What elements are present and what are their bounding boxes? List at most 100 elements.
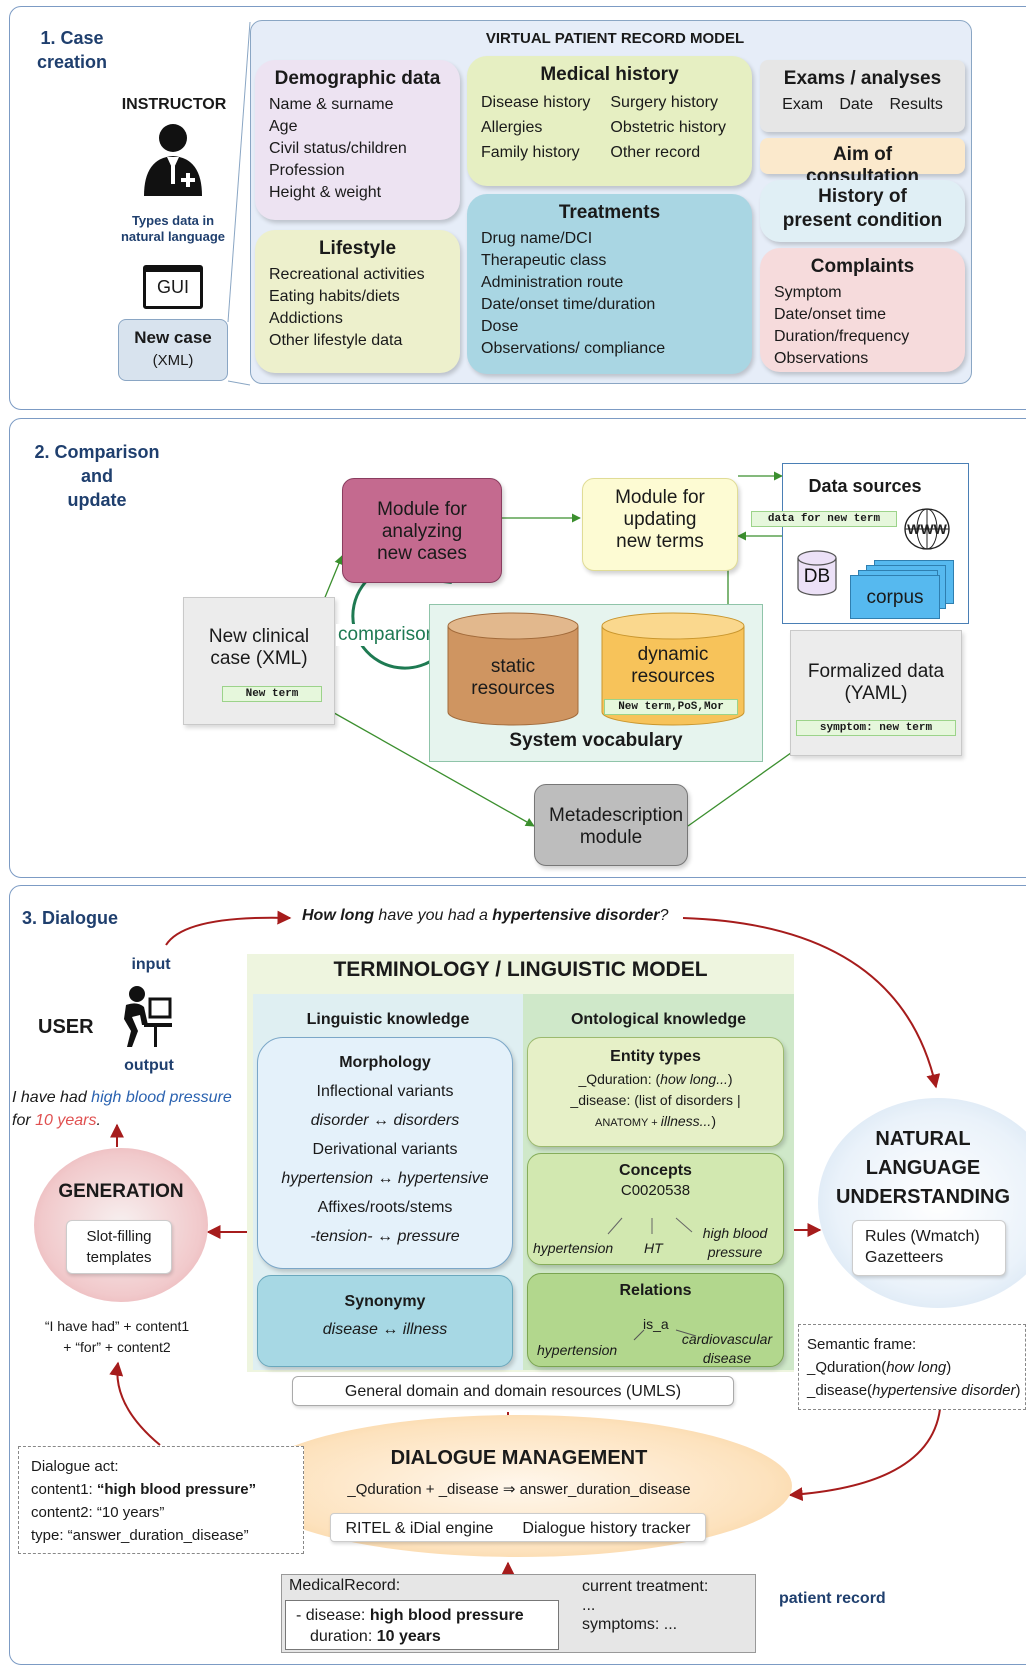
treatment-item: Therapeutic class [481, 252, 607, 269]
medical-col1: Disease history Allergies Family history [481, 90, 590, 165]
new-case-label: New case [134, 328, 212, 347]
lifestyle-title: Lifestyle [318, 238, 397, 259]
medical-history-box: Medical history Disease history Allergie… [467, 56, 752, 186]
template-line: + “for” + content2 [63, 1339, 171, 1355]
entity-part: illness... [660, 1113, 712, 1129]
entity-part: how long... [660, 1071, 728, 1087]
exams-item: Results [889, 96, 943, 113]
complaints-box: Complaints Symptom Date/onset time Durat… [760, 248, 965, 372]
formalized-data-doc: Formalized data (YAML) [790, 630, 962, 756]
concepts-box: Concepts C0020538 [527, 1153, 784, 1265]
user-label: USER [38, 1016, 94, 1038]
morphology-line: hypertension ↔ hypertensive [281, 1170, 489, 1187]
medical-history-title: Medical history [540, 64, 679, 85]
demographic-item: Height & weight [269, 184, 382, 201]
morphology-line: Inflectional variants [316, 1083, 454, 1100]
input-label: input [131, 956, 171, 973]
entity-line: ANATOMY + illness...) [542, 1111, 769, 1134]
lifestyle-items: Recreational activities Eating habits/di… [269, 264, 446, 352]
answer-part: I have had [12, 1089, 92, 1106]
www-label: WWW [907, 521, 947, 537]
complaint-item: Symptom [774, 284, 842, 301]
semantic-frame-box: Semantic frame: _Qduration(how long) _di… [798, 1324, 1026, 1410]
slot-line: Slot-filling [86, 1228, 152, 1245]
relation-term-line: disease [702, 1350, 752, 1366]
concept-term-line: high blood [702, 1225, 768, 1241]
relation-term: cardiovascular disease [672, 1330, 782, 1368]
history-line2: present condition [782, 210, 943, 231]
morphology-line: disorder ↔ disorders [310, 1112, 460, 1129]
exams-item: Date [839, 96, 874, 113]
aim-box: Aim of consultation [760, 138, 965, 187]
rules-box: Rules (Wmatch) Gazetteers [852, 1220, 1006, 1276]
dialogue-act-line: content1: “high blood pressure” [31, 1478, 291, 1501]
semantic-line: _disease(hypertensive disorder) [807, 1379, 1021, 1402]
concepts-code: C0020538 [620, 1182, 691, 1199]
morphology-title: Morphology [339, 1054, 431, 1071]
relations-box: Relations [527, 1273, 784, 1367]
semantic-part: ) [1015, 1382, 1021, 1399]
treatment-item: Dose [481, 318, 519, 335]
analyzing-line: new cases [377, 543, 467, 564]
template-line: “I have had” + content1 [44, 1318, 190, 1334]
system-vocabulary-label: System vocabulary [509, 730, 683, 751]
new-clinical-case-doc: New clinical case (XML) [183, 597, 335, 725]
treatment-item: Drug name/DCI [481, 230, 593, 247]
metadescription-line: Metadescription [549, 805, 684, 826]
exams-item: Exam [782, 96, 824, 113]
entity-line: _Qduration: (how long...) [542, 1069, 769, 1090]
record-part: high blood pressure [369, 1607, 524, 1624]
medical-history-columns: Disease history Allergies Family history… [481, 90, 738, 165]
concept-term: HT [644, 1240, 663, 1256]
entity-part: ) [711, 1113, 716, 1129]
updating-line: Module for [615, 487, 705, 508]
semantic-part: hypertensive disorder [872, 1382, 1016, 1399]
types-data-label: Types data in natural language [108, 213, 238, 245]
section2-title-line1: 2. Comparison [34, 442, 160, 462]
analyzing-line: Module for [377, 499, 467, 520]
medical-record-disease-box: - disease: high blood pressure duration:… [285, 1600, 559, 1650]
demographic-box: Demographic data Name & surname Age Civi… [255, 60, 460, 220]
nlu-line: UNDERSTANDING [835, 1186, 1011, 1208]
lifestyle-item: Eating habits/diets [269, 288, 400, 305]
slot-filling-box: Slot-filling templates [66, 1220, 172, 1274]
concepts-arrows [607, 1217, 693, 1235]
section1-title-line1: 1. Case [40, 28, 104, 48]
dynamic-line: resources [631, 666, 715, 687]
treatment-item: Administration route [481, 274, 624, 291]
data-for-new-term: data for new term [751, 511, 897, 527]
treatments-items: Drug name/DCI Therapeutic class Administ… [481, 228, 738, 360]
static-resources-label: static resources [446, 656, 580, 700]
treatments-title: Treatments [558, 202, 661, 223]
entity-line: _disease: (list of disorders | [570, 1092, 741, 1108]
demographic-items: Name & surname Age Civil status/children… [269, 94, 446, 204]
record-part: duration: [310, 1628, 377, 1645]
nlu-line: NATURAL [875, 1128, 971, 1150]
section2-title: 2. Comparison and update [22, 440, 172, 512]
treatment-item: Date/onset time/duration [481, 296, 656, 313]
medical-item: Family history [481, 144, 580, 161]
question-part: have you had a [373, 907, 493, 924]
demographic-item: Name & surname [269, 96, 394, 113]
morphology-line: -tension- ↔ pressure [310, 1228, 460, 1245]
section3-title: 3. Dialogue [22, 908, 119, 928]
instructor-icon [144, 124, 202, 196]
synonymy-title: Synonymy [344, 1293, 426, 1310]
static-resources-cylinder [447, 612, 579, 726]
user-answer: I have had high blood pressure for 10 ye… [12, 1086, 244, 1132]
nlu-title: NATURAL LANGUAGE UNDERSTANDING [828, 1125, 1018, 1212]
entity-title: Entity types [610, 1048, 701, 1065]
section1-title: 1. Case creation [22, 26, 122, 74]
morphology-line: Affixes/roots/stems [317, 1199, 453, 1216]
patient-record-label: patient record [779, 1590, 886, 1607]
demographic-item: Profession [269, 162, 345, 179]
medical-item: Other record [610, 144, 701, 161]
gui-label: GUI [156, 277, 189, 297]
dm-engine-box: RITEL & iDial engine Dialogue history tr… [330, 1513, 706, 1542]
entity-part: ANATOMY + [595, 1117, 661, 1129]
medical-record-right: current treatment: ... symptoms: ... [582, 1577, 708, 1634]
generation-title: GENERATION [58, 1181, 184, 1202]
medical-item: Allergies [481, 119, 543, 136]
yaml-code: symptom: new term [796, 720, 956, 736]
answer-part: for [12, 1112, 36, 1129]
